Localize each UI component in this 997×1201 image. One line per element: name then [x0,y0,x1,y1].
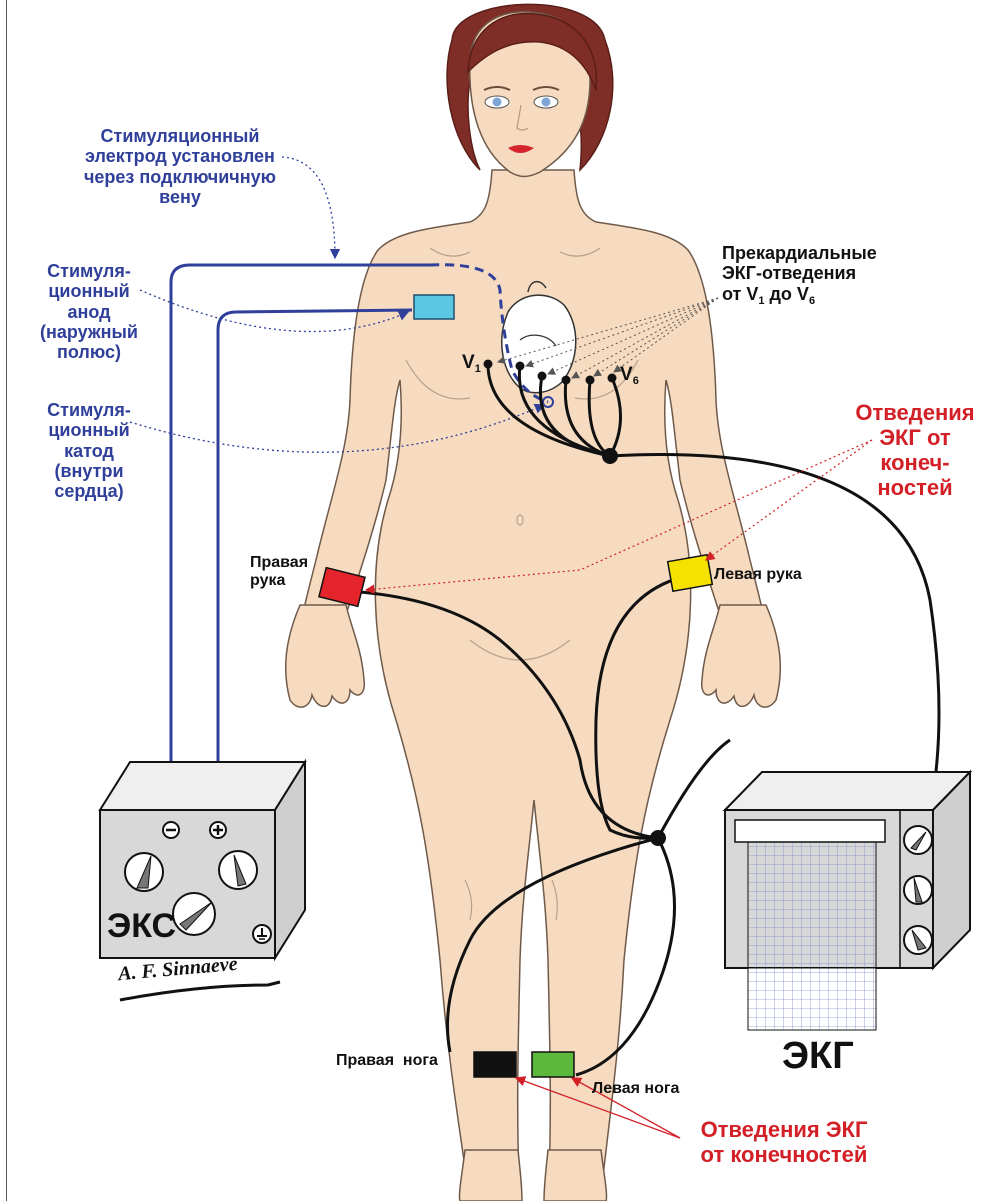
label-pacing-electrode: Стимуляционный электрод установлен через… [30,126,330,207]
upper-lead-junction [602,448,618,464]
left-hand [702,605,781,707]
anode-patch [414,295,454,319]
right-foot [459,1150,522,1201]
electrode-v6 [608,374,617,383]
electrode-v4 [562,376,571,385]
left-leg-band [532,1052,574,1077]
right-leg-band [474,1052,516,1077]
dial-knob-icon[interactable] [904,826,932,854]
ground-terminal-icon[interactable] [253,925,271,943]
label-left-arm: Левая рука [714,566,802,584]
dial-knob-icon[interactable] [904,876,932,904]
label-limb-leads-bottom: Отведения ЭКГ от конечностей [664,1118,904,1168]
electrode-v3 [538,372,547,381]
electrode-v1 [484,360,493,369]
label-precordial-leads: Прекардиальные ЭКГ-отведения от V1 до V6 [722,243,952,307]
plus-terminal-icon[interactable] [210,822,226,838]
label-precordial-range: от V1 до V6 [722,284,952,307]
label-pacing-anode: Стимуля- ционный анод (наружный полюс) [14,261,164,363]
dial-knob-icon[interactable] [904,926,932,954]
left-foot [544,1150,607,1201]
label-v1: V1 [462,352,481,375]
label-right-arm: Правая рука [250,554,308,590]
signature-flourish [120,982,280,1000]
label-ecg-machine: ЭКГ [782,1035,854,1078]
left-arm-band [668,555,713,591]
paper-slot [735,820,885,842]
right-hand [286,605,365,707]
label-v6: V6 [620,364,639,387]
dial-knob-icon[interactable] [125,853,163,891]
electrode-v5 [586,376,595,385]
label-pacemaker: ЭКС [107,907,176,945]
lower-lead-junction [650,830,666,846]
dial-knob-icon[interactable] [173,893,215,935]
label-right-leg: Правая нога [336,1052,438,1070]
dial-knob-icon[interactable] [219,851,257,889]
label-limb-leads-top: Отведения ЭКГ от конеч- ностей [840,401,990,500]
ecg-machine [725,772,970,1030]
female-body-figure [286,4,781,1201]
minus-terminal-icon[interactable] [163,822,179,838]
label-left-leg: Левая нога [592,1080,679,1098]
electrode-v2 [516,362,525,371]
label-pacing-cathode: Стимуля- ционный катод (внутри сердца) [14,400,164,502]
